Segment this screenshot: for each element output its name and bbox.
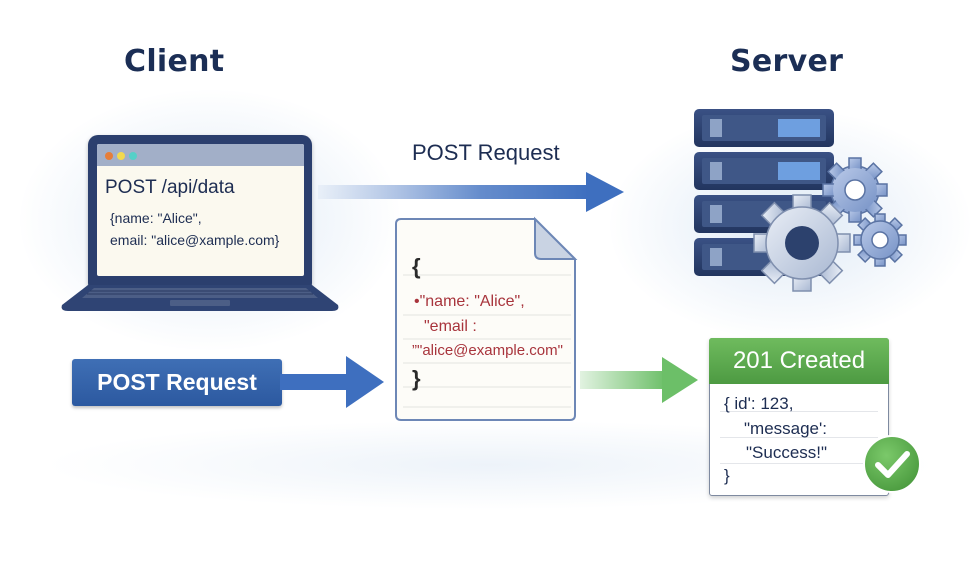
- browser-title-bar: [97, 144, 304, 166]
- json-payload-line: "email :: [424, 318, 477, 335]
- request-arrow-top: [318, 172, 624, 212]
- json-payload-line: ”"alice@example.com": [412, 342, 563, 359]
- request-body-line: {name: "Alice",: [110, 210, 202, 226]
- response-body-line: }: [724, 466, 730, 485]
- request-body-line: email: "alice@xample.com}: [110, 232, 280, 248]
- window-dot-minimize: [117, 152, 125, 160]
- gear-icon: [853, 213, 907, 267]
- json-payload-document-icon: [395, 216, 578, 421]
- response-body-line: { id': 123,: [724, 394, 794, 413]
- divider: [720, 463, 878, 464]
- status-badge: 201 Created: [709, 338, 889, 384]
- gear-icon: [753, 194, 851, 292]
- json-open-brace: {: [412, 254, 421, 279]
- server-unit: [694, 109, 834, 147]
- client-heading: Client: [124, 44, 225, 79]
- laptop-keyboard-base: [61, 285, 339, 311]
- window-dot-close: [105, 152, 113, 160]
- request-endpoint: POST /api/data: [105, 177, 235, 198]
- laptop-screen: POST /api/data {name: "Alice", email: "a…: [97, 144, 304, 276]
- request-arrow-bottom: [280, 356, 384, 408]
- divider: [720, 437, 878, 438]
- gear-icon: [822, 157, 888, 223]
- post-request-badge: POST Request: [72, 359, 282, 406]
- top-arrow-label: POST Request: [412, 140, 560, 165]
- json-close-brace: }: [412, 366, 421, 391]
- response-body-line: "message':: [744, 419, 827, 438]
- server-heading: Server: [730, 44, 844, 79]
- response-card: 201 Created { id': 123, "message': "Succ…: [709, 338, 889, 496]
- divider: [720, 411, 878, 412]
- window-dot-maximize: [129, 152, 137, 160]
- success-checkmark-icon: [863, 435, 921, 493]
- json-payload-line: •"name: "Alice",: [414, 293, 525, 310]
- response-arrow: [580, 357, 698, 403]
- server-rack-icon: [694, 109, 907, 292]
- response-body-line: "Success!": [746, 443, 828, 462]
